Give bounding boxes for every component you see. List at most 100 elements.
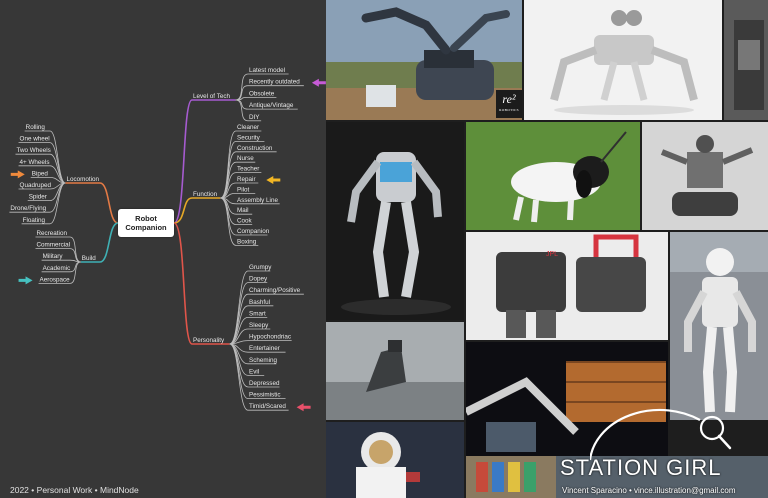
re2-robotics-logo: re² ROBOTICS: [496, 90, 522, 118]
leaf-entertainer: Entertainer: [249, 345, 280, 352]
connector-bashful: [229, 305, 249, 345]
leaf-diy: DIY: [249, 114, 260, 121]
connector-drone-flying: [49, 182, 66, 213]
leaf-charming-positive: Charming/Positive: [249, 287, 301, 294]
photo-collage: JPL: [326, 0, 768, 498]
leaf-depressed: Depressed: [249, 380, 280, 387]
leaf-4-wheels: 4+ Wheels: [20, 159, 50, 166]
connector-aerospace: [69, 261, 81, 284]
branch-label-build: Build: [82, 255, 96, 262]
logo-re-main: re²: [502, 92, 516, 106]
leaf-sleepy: Sleepy: [249, 322, 269, 329]
center-node-line1: Robot: [135, 214, 157, 223]
leaf-pilot: Pilot: [237, 186, 249, 193]
footer-caption: 2022 • Personal Work • MindNode: [10, 485, 139, 495]
leaf-obsolete: Obsolete: [249, 90, 275, 97]
branch-line-build: [99, 222, 119, 263]
footer-separator-2: •: [94, 485, 98, 495]
photo-space-station-arm: [466, 342, 668, 456]
connector-boxing: [220, 197, 237, 246]
center-node[interactable]: Robot Companion: [118, 209, 174, 237]
connector-nurse: [220, 161, 237, 199]
leaf-boxing: Boxing: [237, 238, 257, 245]
station-girl-brand: STATION GIRL: [560, 455, 722, 480]
photo-atlas-biped: [326, 122, 464, 320]
photo-bottom-strip: [466, 456, 768, 498]
photo-astronaut: [326, 422, 464, 498]
connector-floating: [49, 182, 66, 225]
leaf-evil: Evil: [249, 368, 259, 375]
leaf-quadruped: Quadruped: [20, 182, 52, 189]
connector-timid-scared: [229, 343, 249, 411]
branch-label-function: Function: [193, 191, 218, 198]
branch-label-locomotion: Locomotion: [67, 176, 100, 183]
leaf-grumpy: Grumpy: [249, 264, 272, 271]
photo-dark-robot-edge: [724, 0, 768, 120]
leaf-one-wheel: One wheel: [20, 136, 50, 143]
connector-obsolete: [235, 97, 249, 101]
leaf-timid-scared: Timid/Scared: [249, 403, 286, 410]
leaf-spider: Spider: [29, 194, 47, 201]
leaf-rolling: Rolling: [26, 124, 46, 131]
leaf-mail: Mail: [237, 207, 249, 214]
artist-credit: Vincent Sparacino • vince.illustration@g…: [562, 486, 736, 495]
branch-label-level-of-tech: Level of Tech: [193, 93, 230, 100]
photo-valkyrie: [670, 232, 768, 420]
leaf-drone-flying: Drone/Flying: [10, 205, 46, 212]
highlight-arrow-aerospace: [18, 276, 33, 285]
leaf-commercial: Commercial: [37, 242, 71, 249]
branch-line-function: [173, 197, 193, 224]
leaf-recently-outdated: Recently outdated: [249, 79, 300, 86]
leaf-pessimistic: Pessimistic: [249, 392, 281, 399]
branch-label-personality: Personality: [193, 337, 225, 344]
leaf-construction: Construction: [237, 145, 273, 152]
leaf-bashful: Bashful: [249, 299, 270, 306]
magnifier-icon: [590, 408, 732, 461]
leaf-two-wheels: Two Wheels: [17, 147, 51, 154]
leaf-nurse: Nurse: [237, 155, 254, 162]
photo-white-quadruped: [524, 0, 722, 120]
branch-line-locomotion: [99, 182, 119, 224]
logo-re-sub: ROBOTICS: [499, 108, 519, 112]
footer-separator: •: [31, 485, 35, 495]
leaf-recreation: Recreation: [37, 230, 68, 237]
footer-text: Personal Work: [36, 485, 93, 495]
leaf-floating: Floating: [23, 217, 46, 224]
branch-line-personality: [173, 222, 193, 345]
photo-jpl-robot: JPL: [466, 232, 668, 340]
photo-tracked-robot: [326, 0, 522, 120]
highlight-arrow-timid-scared: [296, 403, 311, 412]
leaf-academic: Academic: [43, 265, 71, 272]
highlight-arrow-repair: [266, 176, 281, 184]
branch-line-level-of-tech: [173, 99, 193, 224]
leaf-hypochondriac: Hypochondriac: [249, 334, 291, 341]
leaf-aerospace: Aerospace: [40, 276, 71, 283]
leaf-military: Military: [43, 253, 64, 260]
photo-foggy-robot: [326, 322, 464, 420]
leaf-scheming: Scheming: [249, 357, 277, 364]
leaf-antique-vintage: Antique/Vintage: [249, 102, 294, 109]
connector-diy: [235, 99, 249, 122]
center-node-line2: Companion: [125, 223, 167, 232]
footer-year: 2022: [10, 485, 29, 495]
connector-depressed: [229, 343, 249, 388]
highlight-arrow-recently-outdated: [311, 78, 326, 87]
leaf-assembly-line: Assembly Line: [237, 197, 278, 204]
jpl-label: JPL: [546, 251, 558, 258]
leaf-repair: Repair: [237, 176, 256, 183]
photo-puppy: [466, 122, 640, 230]
leaf-security: Security: [237, 134, 261, 141]
leaf-companion: Companion: [237, 228, 270, 235]
connector-smart: [229, 317, 249, 345]
leaf-latest-model: Latest model: [249, 67, 285, 74]
connector-cleaner: [220, 130, 237, 199]
photo-humanoid-cart: [642, 122, 768, 230]
leaf-dopey: Dopey: [249, 276, 268, 283]
leaf-cleaner: Cleaner: [237, 124, 259, 131]
connector-one-wheel: [49, 142, 66, 184]
leaf-teacher: Teacher: [237, 166, 259, 173]
connector-recreation: [69, 236, 81, 263]
